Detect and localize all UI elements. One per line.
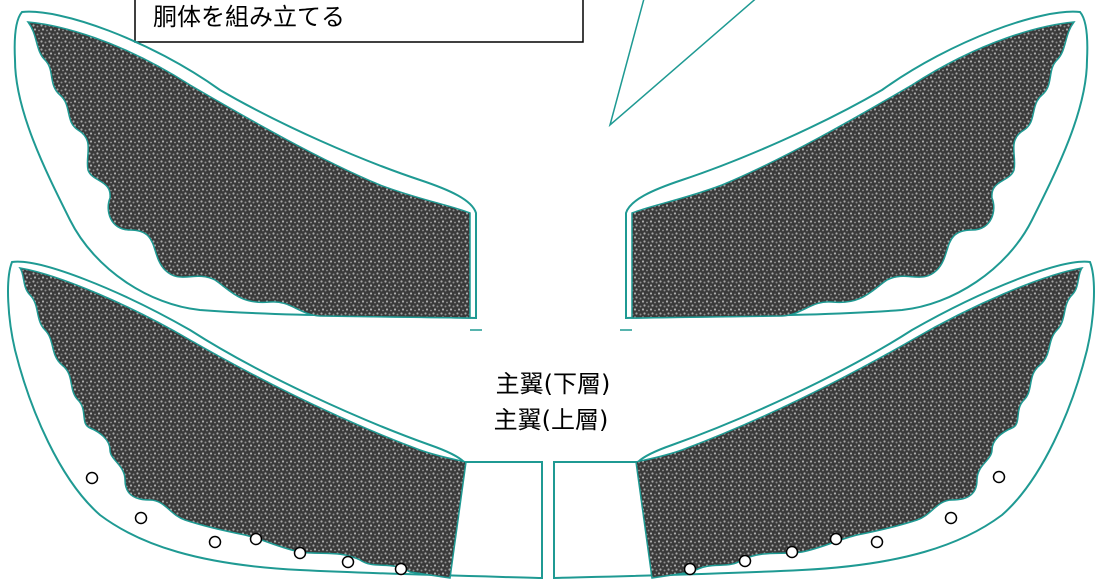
hole-marker [341,555,355,569]
hole-marker [738,554,752,568]
hole-marker [85,471,99,485]
lower-left-fill [18,266,467,579]
assembly-holes [85,470,1006,576]
callout-pointer [608,0,756,128]
hole-marker [134,511,148,525]
wing-upper-left [13,10,482,331]
hole-marker [208,535,222,549]
callout-box: 胴体を組み立てる [134,0,584,43]
hole-marker [992,470,1006,484]
hole-marker [249,532,263,546]
lower-right-fill [635,266,1084,579]
hole-marker [683,562,697,576]
wing-lower-right [553,260,1095,580]
hole-marker [829,532,843,546]
hole-marker [293,546,307,560]
hole-marker [394,562,408,576]
label-main-wing-lower: 主翼(下層) [496,370,611,398]
hole-marker [785,545,799,559]
hole-marker [944,511,958,525]
callout-text: 胴体を組み立てる [153,3,345,31]
wing-upper-right [620,10,1089,331]
wing-lower-left [7,260,543,580]
hole-marker [870,535,884,549]
label-main-wing-upper: 主翼(上層) [494,406,609,434]
